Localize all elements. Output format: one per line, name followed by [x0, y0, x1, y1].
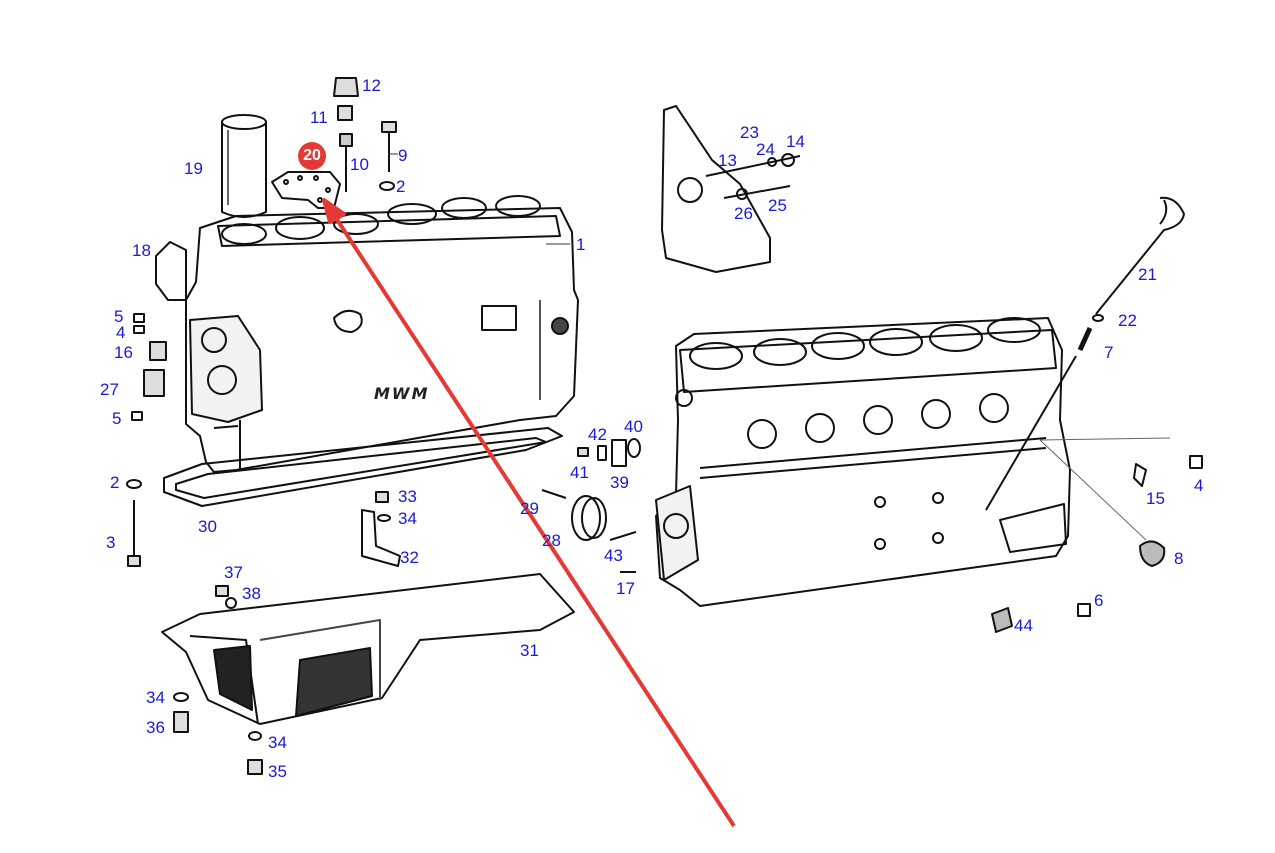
callout-22[interactable]: 22 — [1118, 311, 1137, 330]
callout-38[interactable]: 38 — [242, 584, 261, 603]
callout-36[interactable]: 36 — [146, 718, 165, 737]
callout-39[interactable]: 39 — [610, 473, 629, 492]
callout-2[interactable]: 2 — [110, 473, 120, 492]
callout-3[interactable]: 3 — [106, 533, 116, 552]
side-gasket-drawing — [155, 241, 187, 301]
callout-11[interactable]: 11 — [310, 108, 328, 127]
bracket-drawing — [361, 491, 401, 567]
callout-12[interactable]: 12 — [362, 76, 381, 95]
callout-2[interactable]: 2 — [396, 177, 406, 196]
callout-17[interactable]: 17 — [616, 579, 635, 598]
pulley-drawing — [541, 489, 607, 541]
callout-40[interactable]: 40 — [624, 417, 643, 436]
callout-15[interactable]: 15 — [1146, 489, 1165, 508]
callout-25[interactable]: 25 — [768, 196, 787, 215]
callout-37[interactable]: 37 — [224, 563, 243, 582]
callout-34[interactable]: 34 — [398, 509, 417, 528]
dipstick-drawing — [985, 196, 1185, 511]
cylinder-liner-drawing — [221, 114, 267, 218]
left-small-parts-drawing — [131, 313, 167, 421]
callout-34[interactable]: 34 — [268, 733, 287, 752]
callout-24[interactable]: 24 — [756, 140, 775, 159]
callout-4[interactable]: 4 — [116, 323, 126, 342]
callout-26[interactable]: 26 — [734, 204, 753, 223]
callout-33[interactable]: 33 — [398, 487, 417, 506]
callout-42[interactable]: 42 — [588, 425, 607, 444]
callout-14[interactable]: 14 — [786, 132, 805, 151]
bolt-9-drawing — [379, 121, 397, 191]
callout-8[interactable]: 8 — [1174, 549, 1184, 568]
callout-23[interactable]: 23 — [740, 123, 759, 142]
pointer-arrow — [322, 198, 736, 828]
callout-29[interactable]: 29 — [520, 499, 539, 518]
callout-41[interactable]: 41 — [570, 463, 589, 482]
cover-parts-drawing — [577, 438, 641, 573]
callout-44[interactable]: 44 — [1014, 616, 1033, 635]
brand-emblem: MWM — [374, 384, 430, 403]
callout-32[interactable]: 32 — [400, 548, 419, 567]
callout-13[interactable]: 13 — [718, 151, 737, 170]
right-engine-block-drawing — [655, 317, 1071, 607]
callout-6[interactable]: 6 — [1094, 591, 1104, 610]
callout-27[interactable]: 27 — [100, 380, 119, 399]
side-fittings-drawing — [991, 437, 1203, 633]
callout-34[interactable]: 34 — [146, 688, 165, 707]
callout-19[interactable]: 19 — [184, 159, 203, 178]
pan-gasket-drawing — [163, 427, 563, 507]
callout-21[interactable]: 21 — [1138, 265, 1157, 284]
callout-5[interactable]: 5 — [114, 307, 124, 326]
callout-35[interactable]: 35 — [268, 762, 287, 781]
callout-16[interactable]: 16 — [114, 343, 133, 362]
callout-5[interactable]: 5 — [112, 409, 122, 428]
callout-1[interactable]: 1 — [576, 235, 586, 254]
highlight-badge-20[interactable]: 20 — [298, 142, 326, 170]
callout-18[interactable]: 18 — [132, 241, 151, 260]
callout-28[interactable]: 28 — [542, 531, 561, 550]
callout-4[interactable]: 4 — [1194, 476, 1204, 495]
callout-30[interactable]: 30 — [198, 517, 217, 536]
oil-pan-drawing — [161, 573, 575, 725]
callout-10[interactable]: 10 — [350, 155, 369, 174]
callout-43[interactable]: 43 — [604, 546, 623, 565]
stud-stack-drawing — [333, 77, 359, 192]
callout-7[interactable]: 7 — [1104, 343, 1114, 362]
bolt-3-drawing — [126, 479, 142, 567]
left-engine-block-drawing — [185, 195, 579, 473]
inset-housing-drawing — [661, 105, 801, 273]
callout-9[interactable]: 9 — [398, 146, 408, 165]
callout-31[interactable]: 31 — [520, 641, 539, 660]
pan-fasteners-drawing — [173, 585, 263, 775]
